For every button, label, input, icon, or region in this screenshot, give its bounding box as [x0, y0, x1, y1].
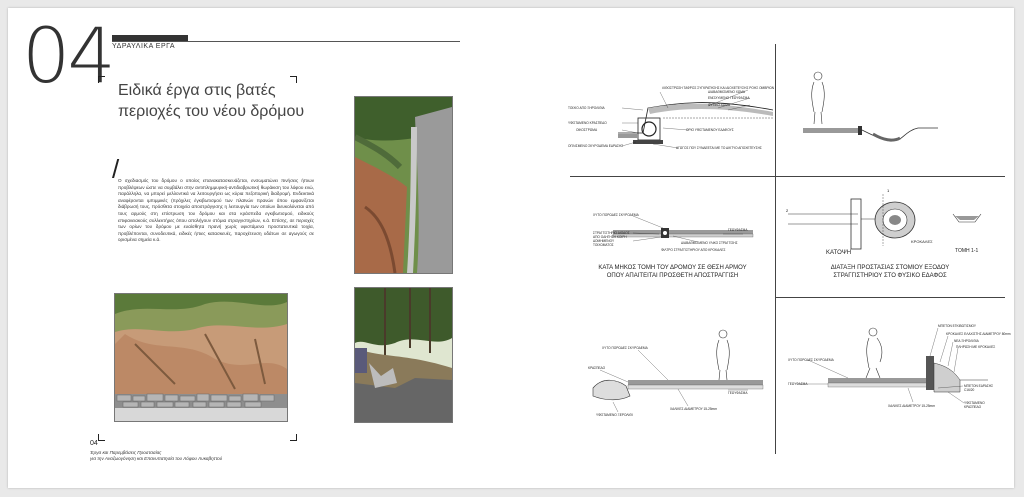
d5-label-5: ΓΕΩΥΦΑΣΜΑ: [788, 382, 808, 386]
d5-label-0: ΧΥΤΟ ΠΟΡΩΔΕΣ ΣΚΥΡΟΔΕΜΑ: [788, 358, 834, 362]
d1-label-8: ΟΡΙΟ ΥΦΙΣΤΑΜΕΝΟΥ ΕΔΑΦΟΥΣ: [686, 128, 734, 132]
crop-mark-bottom-right: [290, 434, 297, 441]
divider-horizontal-left: [570, 176, 775, 177]
photo-forest-path-image: [355, 288, 452, 422]
footer-line-2: για την Αναζωογόνηση και Επανυπατησία το…: [90, 456, 223, 461]
footer-line-1: Έργα και Παρεμβάσεις Προστασίας: [90, 450, 162, 455]
d3-caption: ΔΙΑΤΑΞΗ ΠΡΟΣΤΑΣΙΑΣ ΣΤΟΜΙΟΥ ΕΞΟΔΟΥ ΣΤΡΑΓΓ…: [775, 264, 1005, 280]
d5-label-6: ΜΠΕΤΟΝ ΕΔΡΑΣΗΣ C16/20: [964, 384, 994, 392]
chapter-rule: [112, 41, 460, 42]
slash-mark: /: [112, 154, 120, 184]
drawing-joint-section-svg: [612, 215, 754, 243]
chapter-bar: [112, 35, 188, 41]
divider-horizontal-right-1: [775, 176, 1005, 177]
d2-caption: ΚΑΤΑ ΜΗΚΟΣ ΤΟΜΗ ΤΟΥ ΔΡΟΜΟΥ ΣΕ ΘΕΣΗ ΑΡΜΟΥ…: [570, 264, 775, 280]
document-spread: 04 ΥΔΡΑΥΛΙΚΑ ΕΡΓΑ Ειδικά έργα στις βατές…: [8, 8, 1014, 488]
chapter-number: 04: [22, 11, 116, 100]
d3-plan-label: ΚΑΤΟΨΗ: [826, 250, 852, 256]
chapter-label: ΥΔΡΑΥΛΙΚΑ ΕΡΓΑ: [112, 43, 176, 50]
photo-road-stone-edge: [354, 96, 453, 274]
d4-label-3: ΧΑΛΙΚΕΣ ΔΙΑΜΕΤΡΟΥ 15-25mm: [670, 407, 717, 411]
d2-caption-line-2: ΟΠΟΥ ΑΠΑΙΤΕΙΤΑΙ ΠΡΟΣΘΕΤΗ ΑΠΟΣΤΡΑΓΓΙΣΗ: [606, 273, 739, 279]
d2-label-0: ΧΥΤΟ ΠΟΡΩΔΕΣ ΣΚΥΡΟΔΕΜΑ: [593, 213, 639, 217]
d4-label-1: ΚΡΑΣΠΕΔΟ: [588, 366, 606, 370]
section-title: Ειδικά έργα στις βατές περιοχές του νέου…: [118, 80, 318, 122]
d1-label-6: ΟΙΚΟΣΤΡΩΜΑ: [576, 128, 598, 132]
d5-label-7: ΧΑΛΙΚΕΣ ΔΙΑΜΕΤΡΟΥ 15-25mm: [888, 404, 935, 408]
d2-label-2: ΓΕΩΥΦΑΣΜΑ: [728, 228, 748, 232]
d1-label-1: ΔΙΑΒΑΘΜΙΣΜΕΝΟ ΧΩΜΑ: [708, 90, 746, 94]
d1-label-0: ΛΙΘΟΣΤΡΩΣΗ ΤΑΦΡΟΣ ΣΥΓΚΡΑΤΗΣΗΣ ΚΑΙ ΔΙΟΧΕΤ…: [662, 86, 775, 90]
d2-label-4: ΦΙΛΤΡΟ ΣΤΡΑΓΓΙΣΤΗΡΙΟΥ ΑΠΟ ΚΡΟΚΑΛΕΣ: [661, 248, 726, 252]
svg-text:1: 1: [887, 188, 890, 193]
d2-label-3: ΔΙΑΒΑΘΜΙΣΜΕΝΟ ΥΛΙΚΟ ΣΤΡΑΓΓΙΣΗΣ: [681, 241, 738, 245]
person-figure-2: [716, 329, 730, 381]
drawing-curb-section-svg: [592, 329, 764, 413]
photo-road-stone-edge-image: [355, 97, 452, 273]
d5-label-3: ΝΕΑ ΞΗΡΟΛΙΘΙΑ: [954, 339, 979, 343]
d3-caption-line-1: ΔΙΑΤΑΞΗ ΠΡΟΣΤΑΣΙΑΣ ΣΤΟΜΙΟΥ ΕΞΟΔΟΥ: [830, 265, 950, 271]
crop-mark-top-right: [290, 76, 297, 83]
photo-eroded-slope-image: [115, 294, 287, 421]
d3-caption-line-2: ΣΤΡΑΓΓΙΣΤΗΡΙΟΥ ΣΤΟ ΦΥΣΙΚΟ ΕΔΑΦΟΣ: [833, 273, 947, 279]
drawing-headwall-section: ΧΥΤΟ ΠΟΡΩΔΕΣ ΣΚΥΡΟΔΕΜΑ ΜΠΕΤΟΝ ΕΓΚΙΒΩΤΙΣΜ…: [788, 318, 1011, 428]
person-figure-3: [865, 327, 883, 379]
divider-horizontal-right-2: [775, 297, 1005, 298]
body-text: Ο σχεδιασμός του δρόμου ο οποίος επανακα…: [118, 178, 314, 243]
d5-label-2: ΚΡΟΚΑΛΕΣ ΕΛΑΧΙΣΤΗΣ ΔΙΑΜΕΤΡΟΥ 80mm: [946, 332, 1011, 336]
drawing-outlet-plan: 2 1 ΚΡΟΚΑΛΕΣ ΚΑΤΟΨΗ ΤΟΜΗ 1-1: [783, 184, 1003, 294]
svg-text:2: 2: [786, 208, 789, 213]
d2-label-1: ΣΤΡΑΓΓΙΣΤΗΡΙΟ ΔΙΟΔΟΣ ΑΠΟ ΟΔΗΓΗΣΗ ΚΟΙΡΗ Δ…: [593, 231, 630, 247]
section-title-line-2: περιοχές του νέου δρόμου: [118, 103, 305, 120]
drawing-ditch-section: ΛΙΘΟΣΤΡΩΣΗ ΤΑΦΡΟΣ ΣΥΓΚΡΑΤΗΣΗΣ ΚΑΙ ΔΙΟΧΕΤ…: [568, 78, 775, 168]
photo-eroded-slope: [114, 293, 288, 422]
drawing-outlet-section-svg: [803, 71, 938, 142]
person-figure-1: [811, 71, 825, 125]
d4-label-0: ΧΥΤΟ ΠΟΡΩΔΕΣ ΣΚΥΡΟΔΕΜΑ: [602, 346, 648, 350]
d4-label-4: ΥΦΙΣΤΑΜΕΝΟ ΞΕΡΟΛΙΘΙ: [596, 413, 633, 417]
d1-label-5: ΥΦΙΣΤΑΜΕΝΟ ΚΡΑΣΠΕΔΟ: [568, 121, 607, 125]
drawing-outlet-section: [788, 68, 988, 158]
section-title-line-1: Ειδικά έργα στις βατές: [118, 82, 276, 99]
d1-label-3: ΦΥΤΙΚΟ ΧΩΜΑ: [708, 103, 731, 107]
d1-label-2: ΕΝΙΣΧΥΜΕΝΟ ΓΕΩΥΦΑΣΜΑ: [708, 96, 750, 100]
d4-label-2: ΓΕΩΥΦΑΣΜΑ: [728, 391, 748, 395]
drawing-headwall-section-svg: [798, 327, 988, 404]
d1-label-4: ΤΟΙΧΙΟ ΑΠΟ ΞΗΡΟΛΙΘΙΑ: [568, 106, 605, 110]
crop-mark-bottom-left: [98, 434, 105, 441]
d2-caption-line-1: ΚΑΤΑ ΜΗΚΟΣ ΤΟΜΗ ΤΟΥ ΔΡΟΜΟΥ ΣΕ ΘΕΣΗ ΑΡΜΟΥ: [598, 265, 747, 271]
divider-vertical: [775, 44, 776, 454]
crop-mark-top-left: [98, 76, 105, 83]
drawing-curb-section: ΧΥΤΟ ΠΟΡΩΔΕΣ ΣΚΥΡΟΔΕΜΑ ΚΡΑΣΠΕΔΟ ΓΕΩΥΦΑΣΜ…: [588, 328, 768, 423]
photo-forest-path: [354, 287, 453, 423]
footer-text: Έργα και Παρεμβάσεις Προστασίας για την …: [90, 450, 222, 462]
d5-label-4: ΠΛΗΡΩΣΗ ΜΕ ΚΡΟΚΑΛΕΣ: [956, 345, 996, 349]
drawing-ditch-section-svg: [618, 89, 774, 149]
d1-label-9: ΑΓΩΓΟΣ ΠΟΥ ΣΥΝΔΕΕΤΑΙ ΜΕ ΤΟ ΔΙΚΤΥΟ ΑΠΟΧΕΤ…: [676, 146, 762, 150]
page-number: 04: [90, 440, 98, 447]
d3-section-label: ΤΟΜΗ 1-1: [955, 248, 979, 254]
d5-label-8: ΥΦΙΣΤΑΜΕΝΟ ΚΡΑΣΠΕΔΟ: [964, 401, 985, 409]
drawing-joint-section: ΧΥΤΟ ΠΟΡΩΔΕΣ ΣΚΥΡΟΔΕΜΑ ΣΤΡΑΓΓΙΣΤΗΡΙΟ ΔΙΟ…: [593, 208, 763, 278]
d1-label-7: ΟΠΛΙΣΜΕΝΟ ΣΚΥΡΟΔΕΜΑ ΕΔΡΑΣΗΣ: [568, 144, 624, 148]
d5-label-1: ΜΠΕΤΟΝ ΕΓΚΙΒΩΤΙΣΜΟΥ: [938, 324, 977, 328]
d3-kroc-label: ΚΡΟΚΑΛΕΣ: [911, 239, 933, 244]
drawing-outlet-plan-svg: 2 1: [786, 188, 982, 250]
